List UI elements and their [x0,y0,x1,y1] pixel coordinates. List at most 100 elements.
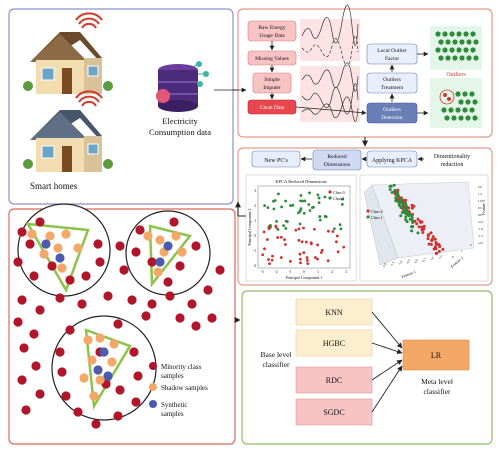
house-icon [23,32,113,94]
electricity-label-line1: Electricity [162,116,198,126]
scatter-point [422,227,426,231]
minority-sample [61,391,71,401]
cluster-point [455,107,461,113]
simple-imputer-label-line2: Imputer [263,85,281,91]
scatter-point [316,193,320,197]
wifi-icon [75,12,103,29]
scatter-point [297,227,301,231]
y-tick-label: 2 [254,204,256,208]
scatter-point [408,217,412,221]
scatter-point [261,253,265,257]
cluster-point [463,47,469,53]
cluster-point [469,107,475,113]
outliers-treatment-box [366,72,418,94]
scatter-point [318,215,322,218]
minority-sample [73,407,83,417]
minority-sample [129,347,139,357]
outlier-cluster [430,78,482,128]
cluster-point [456,47,462,53]
minority-sample [175,261,185,271]
minority-sample [165,291,175,301]
scatter-point [303,199,307,203]
minority-sample [103,291,113,301]
scatter-point [308,191,311,195]
shadow-sample [27,229,37,239]
cluster-point [458,99,464,105]
scatter-point [284,199,288,203]
rdc-label: RDC [326,376,342,385]
minority-sample [113,319,123,329]
x-tick-label: 2 [331,270,333,274]
scatter-point [263,204,266,208]
simple-imputer-label-line1: Simple [264,77,280,83]
electricity-label-line2: Consumption data [149,127,211,137]
legend-class1: Class 1 [333,196,345,201]
database-icon [156,61,209,112]
minority-sample [55,293,65,303]
shadow-sample [155,235,165,245]
f3-tick-label: -0.5 [478,220,483,224]
cluster-point [445,55,451,61]
scatter-point [430,237,434,241]
applying-kpca-label: Applying KPCA [372,158,413,164]
scatter-point [276,236,280,239]
scatter-point [338,223,342,227]
scatter-point [416,231,420,235]
scatter-point [309,242,313,246]
minority-sample [57,367,67,377]
knn-label: KNN [325,308,343,317]
scatter-point [399,206,403,210]
f2-tick-label: 0 [452,255,454,259]
cluster-point [449,47,455,53]
scatter-point [427,233,431,237]
minority-sample [81,271,91,281]
cluster-point [442,31,448,37]
scatter-point [405,220,409,224]
cluster-point [442,47,448,53]
minority-sample [55,347,65,357]
scatter-point [272,207,276,211]
minority-sample [29,329,39,339]
lof-label-line1: Local Outlier [377,48,407,54]
minority-sample [21,405,31,415]
minority-sample [113,411,123,421]
scatter-point [302,211,306,215]
reduced-dimensions-line2: Dimensions [324,162,350,168]
shadow-sample [73,243,83,253]
f3-tick-label: 2.0 [478,185,482,189]
minority-sample [131,397,141,407]
scatter-point [394,191,398,195]
scatter-point [305,256,309,259]
scatter-point [284,243,287,246]
synthetic-sample [93,365,103,375]
hgbc-box [295,329,373,357]
cluster-point [462,107,468,113]
scatter-point [298,222,302,226]
scatter-point [270,258,274,262]
f3-tick-label: 0.0 [478,213,482,217]
cluster-point [452,39,458,45]
x-tick-label: -1 [289,270,292,274]
cluster-point [466,39,472,45]
minority-sample [31,361,41,371]
scatter-point [297,238,301,242]
f1-tick-label: -1.5 [389,261,395,268]
cluster-point [463,31,469,37]
shadow-sample [95,333,105,343]
flow-arrow [371,359,403,381]
f1-tick-label: -0.5 [405,258,411,265]
f3-tick-label: -1.0 [478,227,483,231]
plot2d-xlabel: Principal Component 1 [285,275,322,280]
scatter-point [306,262,310,266]
cluster-point [473,39,479,45]
scatter-point [317,196,321,200]
minority-sample [35,389,45,399]
lr-label: LR [431,351,442,360]
minority-sample [147,257,157,267]
minority-sample [133,371,143,381]
f1-tick-label: -1.0 [397,259,403,266]
cluster-point [451,115,457,121]
scatter-point [312,205,315,209]
